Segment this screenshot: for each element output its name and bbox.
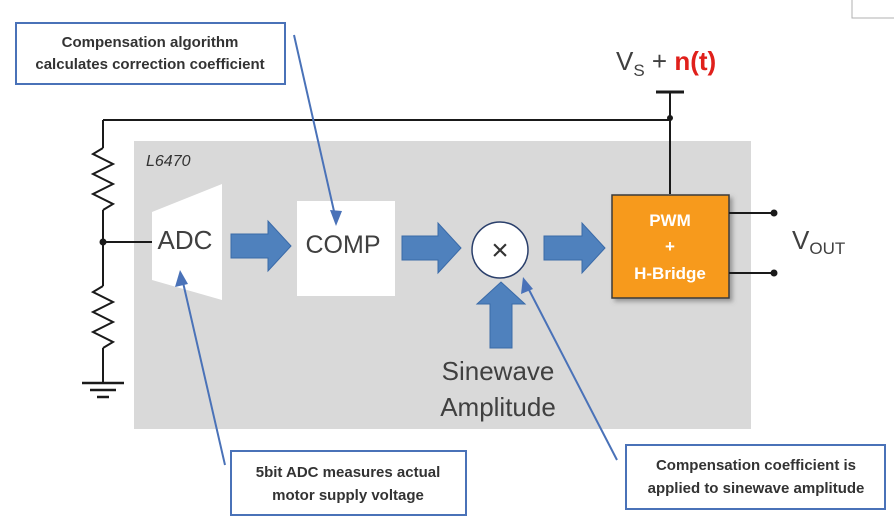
sinewave-label-line2: Amplitude <box>440 392 556 422</box>
supply-node <box>667 115 673 121</box>
chip-label: L6470 <box>146 153 191 170</box>
comp-label: COMP <box>306 231 381 259</box>
callout-comp-arrowhead <box>330 210 342 226</box>
callout-adc-line2: motor supply voltage <box>272 487 424 504</box>
multiplier-symbol: × <box>491 234 509 267</box>
callout-coef-arrowhead <box>521 277 533 294</box>
callout-coef-line1: Compensation coefficient is <box>656 457 856 474</box>
vout-label: VOUT <box>792 225 845 258</box>
arrow-comp-to-multiplier <box>401 221 462 275</box>
adc-block <box>152 184 222 300</box>
callout-comp-line1: Compensation algorithm <box>62 34 239 51</box>
arrow-sinewave-up <box>475 281 527 349</box>
callout-comp-leader <box>293 34 337 221</box>
callout-coefficient <box>625 444 886 510</box>
callout-coef-leader <box>525 283 618 461</box>
callout-coef-line2: applied to sinewave amplitude <box>648 480 865 497</box>
resistor-top <box>90 147 116 211</box>
comp-block <box>297 201 395 296</box>
resistor-bottom <box>90 285 116 349</box>
pwm-plus-label: + <box>665 237 675 256</box>
output-terminal-top <box>770 209 778 217</box>
callout-comp-line2: calculates correction coefficient <box>35 56 264 73</box>
callout-adc-line1: 5bit ADC measures actual <box>256 464 441 481</box>
arrow-adc-to-comp <box>230 219 292 273</box>
callout-adc-leader <box>181 277 226 466</box>
callout-comp-algorithm <box>15 22 286 85</box>
hbridge-label: H-Bridge <box>634 264 706 283</box>
supply-label: VS + n(t) <box>616 46 716 80</box>
sinewave-label-line1: Sinewave <box>442 356 555 386</box>
corner-frame <box>851 0 894 19</box>
output-terminal-bottom <box>770 269 778 277</box>
ground-icon <box>82 381 124 399</box>
pwm-hbridge-block <box>611 194 730 299</box>
adc-label: ADC <box>158 225 213 255</box>
pwm-label: PWM <box>649 211 691 230</box>
callout-adc <box>230 450 467 516</box>
callout-adc-arrowhead <box>175 270 188 287</box>
multiplier-node <box>471 221 529 279</box>
arrow-multiplier-to-pwm <box>543 221 606 275</box>
